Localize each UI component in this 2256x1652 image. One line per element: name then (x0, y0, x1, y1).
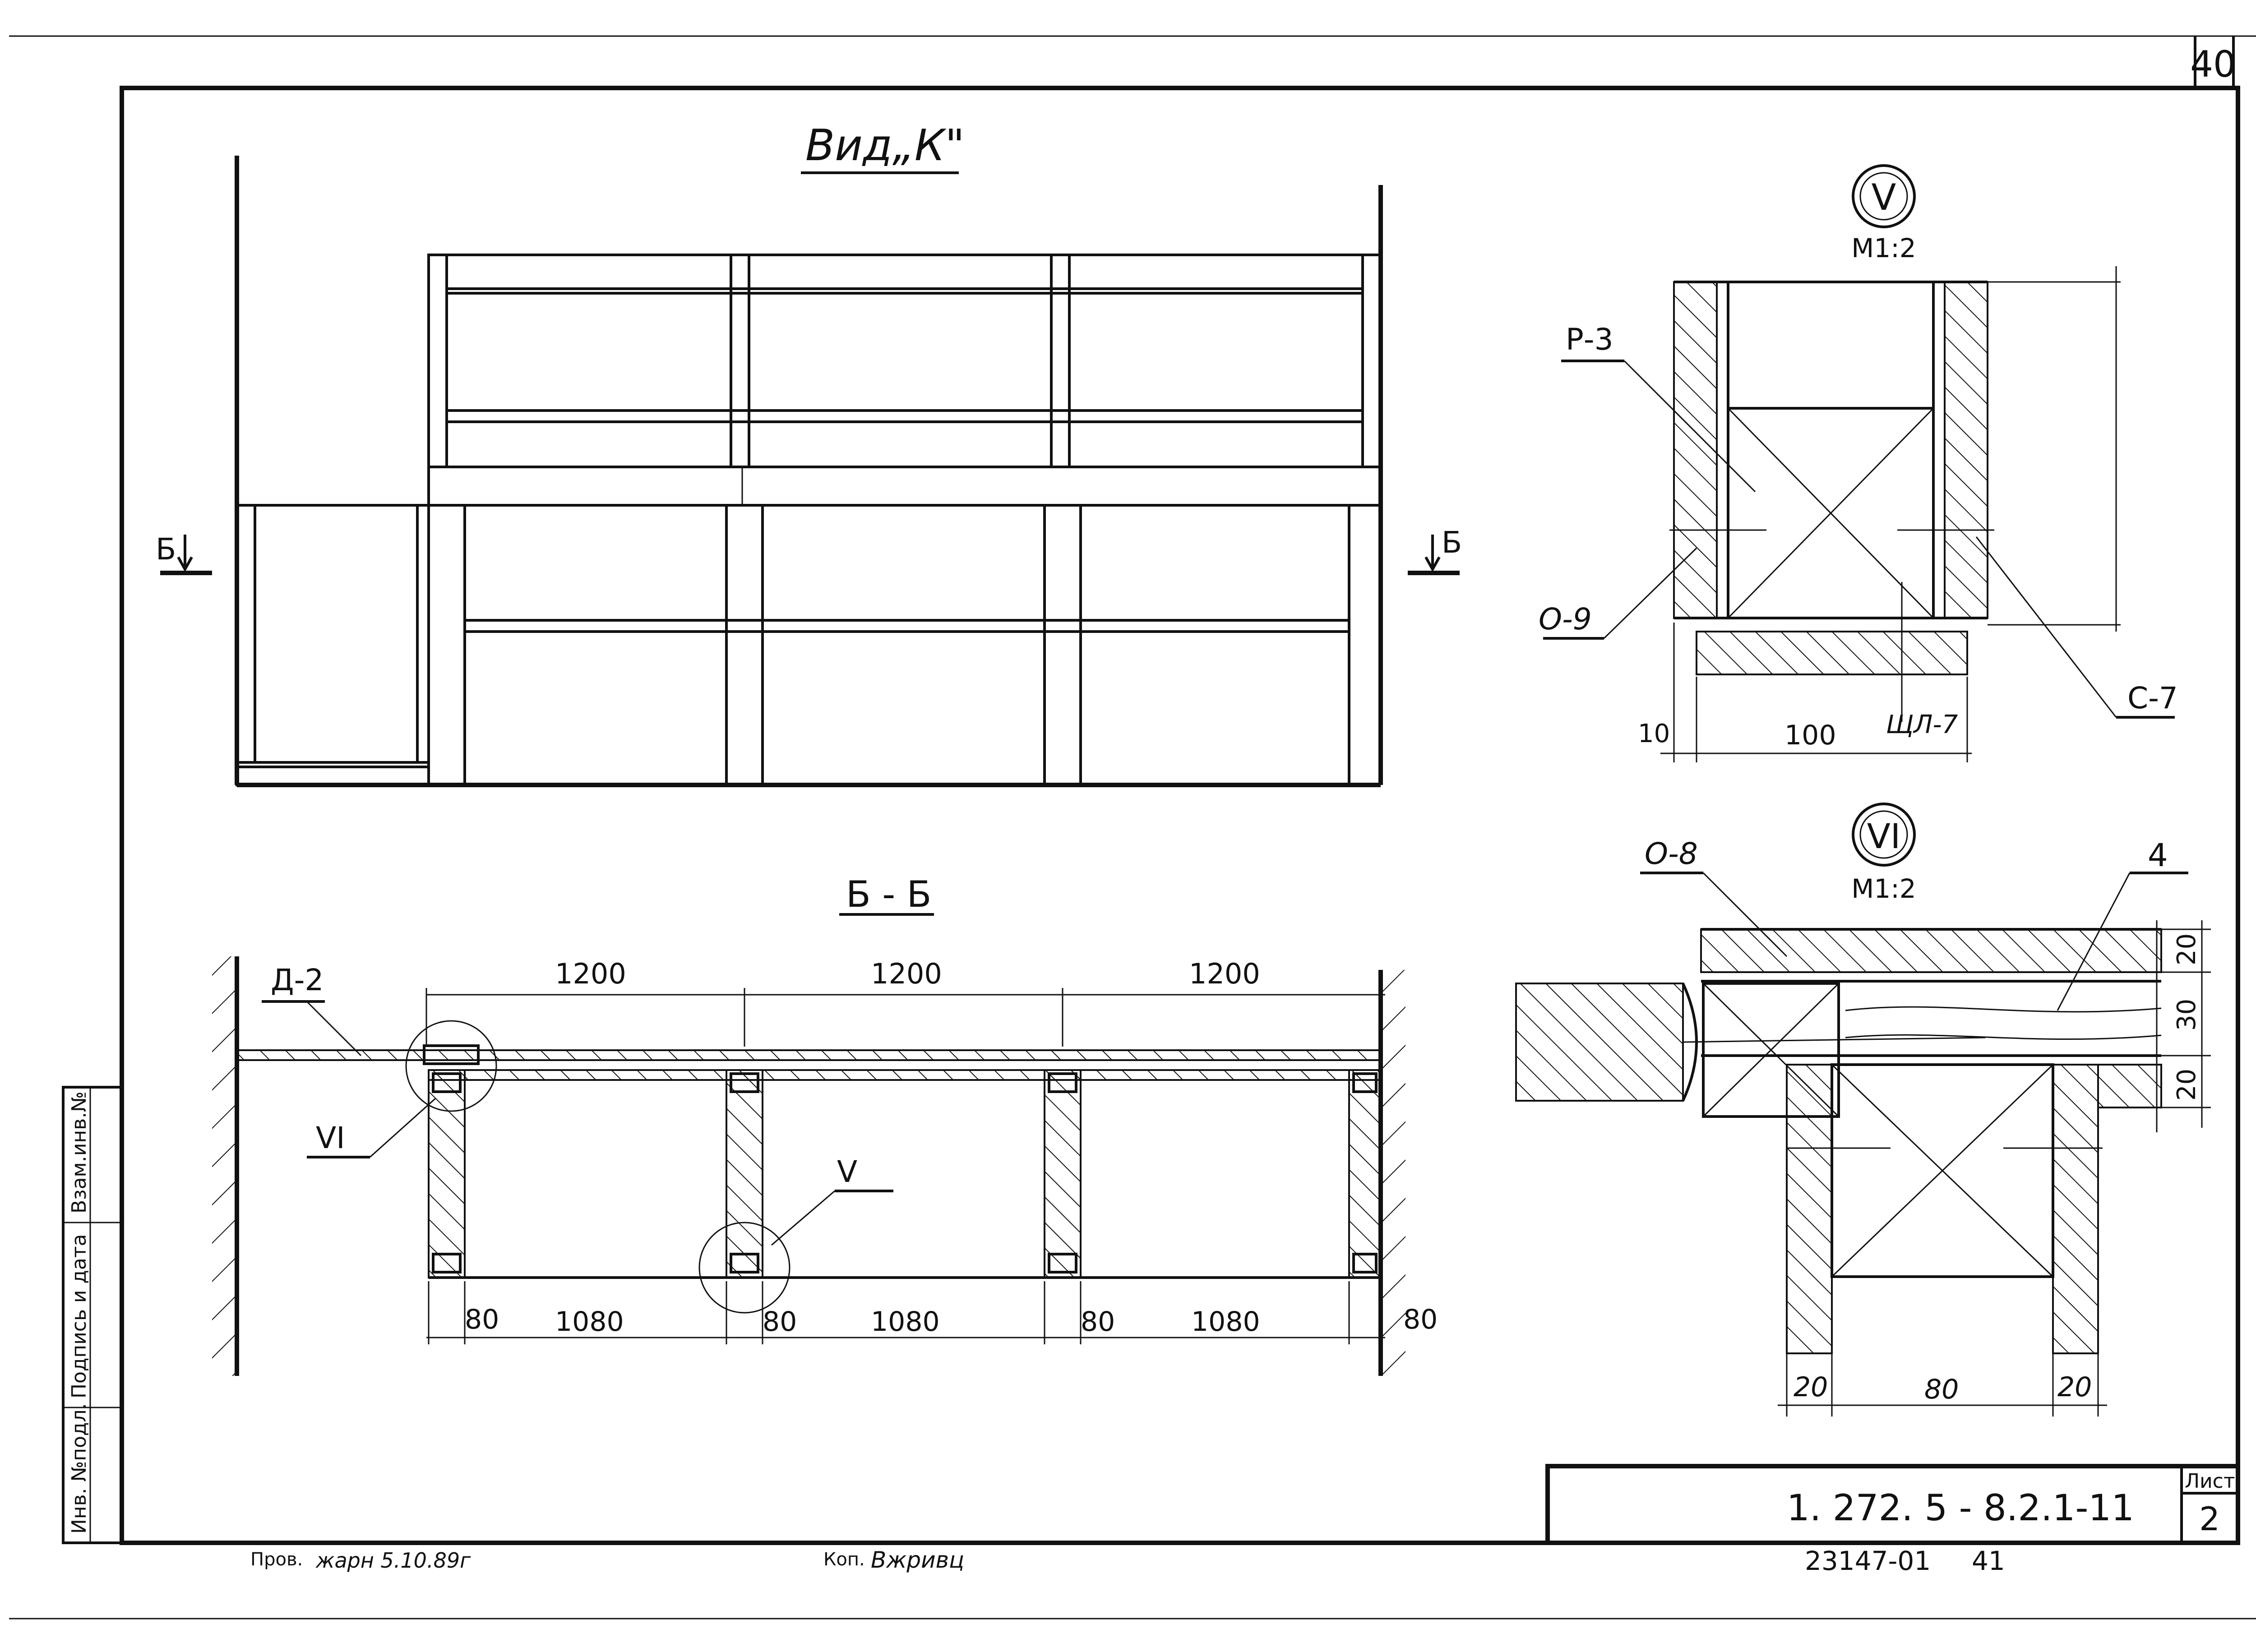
top-dim-3: 1200 (1189, 957, 1260, 990)
detail-vi-dim-20-left: 20 (1794, 1371, 1828, 1403)
top-dim-1: 1200 (555, 957, 626, 990)
bottom-dim-7: 80 (1403, 1304, 1438, 1335)
detail-vi-dim-80: 80 (1924, 1374, 1959, 1405)
archive-number: 23147-01 (1805, 1546, 1931, 1576)
list-label: Лист (2185, 1470, 2235, 1493)
label-d2: Д-2 (271, 963, 324, 997)
side-columns: Инв. №подл. Подпись и дата Взам.инв.№ (68, 1091, 91, 1534)
detail-v-scale: М1:2 (1851, 233, 1916, 263)
detail-vi-numeral: VI (1867, 816, 1900, 856)
label-shl7: ЩЛ-7 (1886, 710, 1958, 739)
top-dim-2: 1200 (871, 957, 942, 990)
detail-vi-scale: М1:2 (1851, 873, 1916, 904)
bottom-dim-1: 80 (465, 1304, 499, 1335)
right-dim-3: 20 (2172, 1069, 2201, 1101)
bottom-dim-6: 1080 (1191, 1306, 1260, 1338)
detail-vi-right-dims: 20 30 20 (2172, 933, 2201, 1101)
bottom-dim-5: 80 (1081, 1306, 1115, 1338)
view-k-drawing (160, 156, 1460, 787)
corner-number: 40 (2190, 43, 2236, 85)
detail-v-numeral: V (1872, 176, 1896, 218)
bottom-dim-3: 80 (763, 1306, 797, 1338)
section-bb-drawing (212, 913, 1405, 1376)
detail-vi-bottom-dims: 20 80 20 (1794, 1371, 2092, 1405)
side-column-vzam: Взам.инв.№ (68, 1091, 91, 1214)
top-dims: 1200 1200 1200 (555, 957, 1260, 990)
label-p3: Р-3 (1566, 322, 1613, 357)
kop-signature: Вжривц (871, 1547, 964, 1573)
detail-v-dim-10: 10 (1638, 719, 1670, 748)
label-4: 4 (2148, 837, 2168, 874)
right-dim-2: 30 (2172, 999, 2201, 1031)
archive-page: 41 (1972, 1546, 2005, 1576)
section-mark-left: Б (156, 532, 176, 567)
detail-vi-dim-20-right: 20 (2057, 1371, 2092, 1403)
prov-signature: жарн 5.10.89г (315, 1548, 471, 1573)
right-dim-1: 20 (2172, 933, 2201, 965)
section-mark-right: Б (1442, 525, 1462, 560)
side-column-inv-podl: Инв. №подл. (68, 1403, 91, 1534)
label-o8: О-8 (1645, 836, 1698, 871)
stamp-code: 1. 272. 5 - 8.2.1-11 (1787, 1487, 2134, 1529)
bottom-dim-2: 1080 (555, 1306, 624, 1338)
detail-vi-drawing (1515, 803, 2211, 1417)
sheet-frame (9, 35, 2256, 1620)
detail-v-dim-100: 100 (1784, 720, 1836, 751)
section-detail-v: V (837, 1154, 857, 1189)
view-k-title: Вид„К" (805, 121, 965, 171)
section-bb-title: Б - Б (846, 873, 932, 915)
side-column-podpis: Подпись и дата (68, 1234, 91, 1398)
list-number: 2 (2199, 1500, 2220, 1538)
bottom-dims: 80 1080 80 1080 80 1080 80 (465, 1304, 1438, 1338)
detail-v-drawing (1543, 164, 2175, 762)
section-detail-vi: VI (316, 1121, 345, 1155)
label-o9: О-9 (1539, 602, 1592, 637)
kop-label: Коп. (823, 1549, 865, 1570)
bottom-dim-4: 1080 (871, 1306, 940, 1338)
label-c7: С-7 (2127, 681, 2178, 715)
title-stamp (1545, 1464, 2240, 1545)
prov-label: Пров. (250, 1549, 303, 1570)
